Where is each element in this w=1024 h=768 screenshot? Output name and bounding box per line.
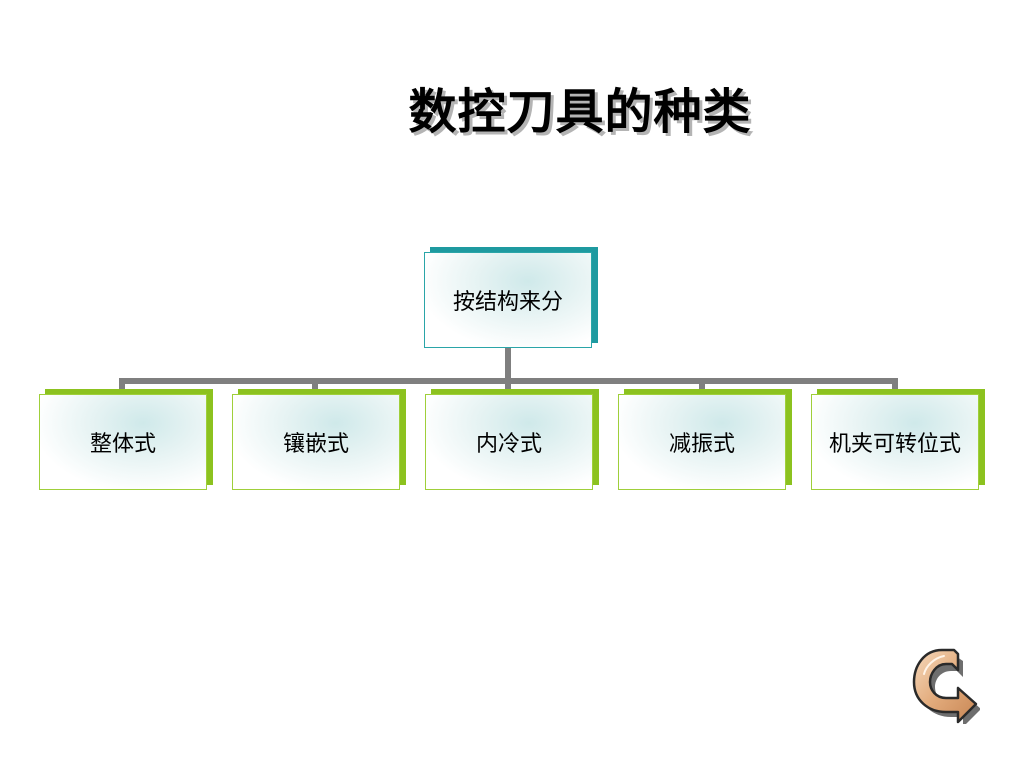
org-chart-child-node-5: 机夹可转位式: [811, 389, 985, 490]
child-node-label: 镶嵌式: [282, 432, 349, 457]
org-chart-child-node-3: 内冷式: [425, 389, 599, 490]
org-chart-child-node-2: 镶嵌式: [232, 389, 406, 490]
org-chart-child-node-4: 减振式: [618, 389, 792, 490]
child-node-label: 内冷式: [475, 432, 542, 457]
return-arrow-icon: [912, 648, 981, 727]
org-chart-root-node: 按结构来分: [424, 247, 598, 348]
root-node-label: 按结构来分: [452, 290, 563, 315]
org-chart-child-node-1: 整体式: [39, 389, 213, 490]
child-node-label: 机夹可转位式: [828, 432, 961, 457]
child-node-label: 减振式: [668, 432, 735, 457]
child-node-label: 整体式: [89, 432, 156, 457]
slide-title: 数控刀具的种类: [408, 84, 752, 140]
return-button[interactable]: [904, 644, 981, 727]
